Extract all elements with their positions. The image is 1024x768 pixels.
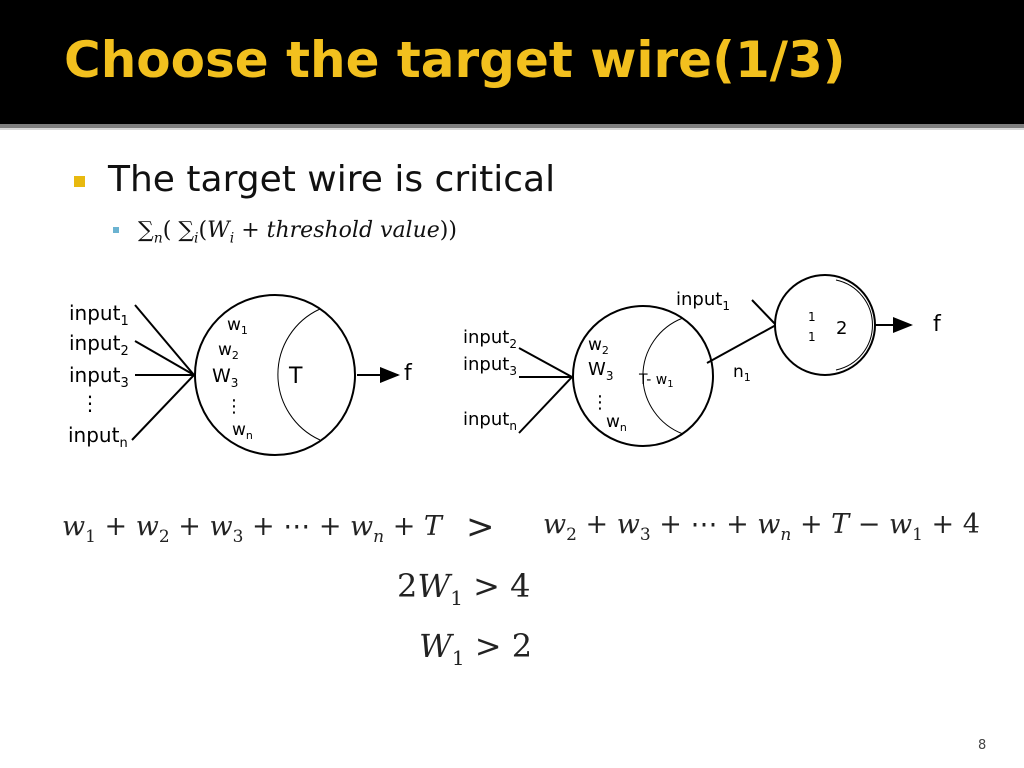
formula-threshold: + threshold value bbox=[234, 218, 440, 243]
left-weight-n: wn bbox=[232, 420, 253, 442]
right-input-n-label: inputn bbox=[463, 409, 517, 433]
sum-formula: ∑n( ∑i(Wi + threshold value)) bbox=[138, 216, 457, 253]
left-output-f: f bbox=[404, 361, 413, 386]
title-divider bbox=[0, 124, 1024, 128]
page-number: 8 bbox=[978, 738, 987, 753]
right-top-input-label: input1 bbox=[676, 289, 730, 313]
right-weight-2: w2 bbox=[588, 335, 609, 357]
right-output-f: f bbox=[933, 312, 942, 337]
sub-bullet-square-icon bbox=[113, 227, 119, 233]
left-neuron-circle bbox=[194, 294, 356, 456]
left-weight-1: w1 bbox=[227, 315, 248, 337]
left-input-line-1 bbox=[134, 304, 195, 376]
right-threshold: T- w1 bbox=[638, 372, 674, 390]
right-small-weight-2: 1 bbox=[808, 330, 816, 344]
formula-sum-inner: ∑ bbox=[178, 218, 195, 243]
right-small-arc bbox=[835, 279, 873, 371]
left-neuron: input1 input2 input3 ⋮ inputn w1 w2 W3 ⋮… bbox=[68, 294, 413, 456]
left-neuron-arc bbox=[277, 308, 321, 441]
title-bar bbox=[0, 0, 1024, 124]
formula-close: )) bbox=[439, 218, 457, 243]
equations: w1 + w2 + w3 + ⋯ + wn + T > w2 + w3 + ⋯ … bbox=[62, 507, 980, 670]
left-input-n-label: inputn bbox=[68, 423, 128, 451]
slide-title: Choose the target wire(1/3) bbox=[64, 31, 846, 89]
right-link-line bbox=[706, 324, 777, 364]
left-input-line-n bbox=[131, 374, 195, 441]
right-input-line-2 bbox=[518, 347, 573, 378]
bullet-text: The target wire is critical bbox=[108, 159, 556, 200]
formula-sub-n: n bbox=[153, 230, 163, 247]
right-input-line-n bbox=[518, 376, 573, 434]
left-threshold: T bbox=[288, 364, 303, 389]
equation-left-side: w1 + w2 + w3 + ⋯ + wn + T bbox=[62, 511, 444, 547]
right-small-circle bbox=[774, 274, 876, 376]
right-weight-3: W3 bbox=[588, 359, 613, 383]
right-weight-vdots: ⋮ bbox=[591, 392, 609, 413]
equation-right-side: w2 + w3 + ⋯ + wn + T − w1 + 4 bbox=[543, 509, 980, 545]
formula-open: ( bbox=[162, 218, 179, 243]
left-vdots: ⋮ bbox=[80, 391, 100, 415]
right-input-3-label: input3 bbox=[463, 354, 517, 378]
right-input-2-label: input2 bbox=[463, 327, 517, 351]
right-neuron-arc bbox=[642, 317, 684, 435]
left-input-3-label: input3 bbox=[69, 363, 129, 391]
left-input-2-label: input2 bbox=[69, 331, 129, 359]
left-weight-2: w2 bbox=[218, 340, 239, 362]
formula-paren: ( bbox=[198, 218, 208, 243]
right-weight-n: wn bbox=[606, 412, 627, 434]
left-input-1-label: input1 bbox=[69, 301, 129, 329]
left-input-line-2 bbox=[134, 340, 195, 376]
equation-greater-than: > bbox=[466, 507, 495, 547]
right-small-threshold: 2 bbox=[836, 318, 847, 339]
equation-line-2: 2W1 > 4 bbox=[397, 567, 531, 610]
formula-sub-i: i bbox=[194, 230, 199, 247]
right-network: input2 input3 inputn w2 W3 ⋮ wn T- w1 n1… bbox=[463, 274, 942, 447]
right-node-label: n1 bbox=[733, 362, 751, 384]
equation-line-3: W1 > 2 bbox=[419, 627, 532, 670]
formula-w: W bbox=[207, 218, 230, 243]
formula-sub-i2: i bbox=[229, 230, 235, 247]
title-divider-light bbox=[0, 128, 1024, 130]
left-weight-vdots: ⋮ bbox=[225, 396, 243, 417]
right-top-input-line bbox=[751, 299, 777, 326]
left-weight-3: W3 bbox=[212, 365, 238, 390]
right-small-weight-1: 1 bbox=[808, 310, 816, 324]
bullet-square-icon bbox=[74, 176, 85, 187]
formula-sum: ∑ bbox=[138, 218, 154, 243]
